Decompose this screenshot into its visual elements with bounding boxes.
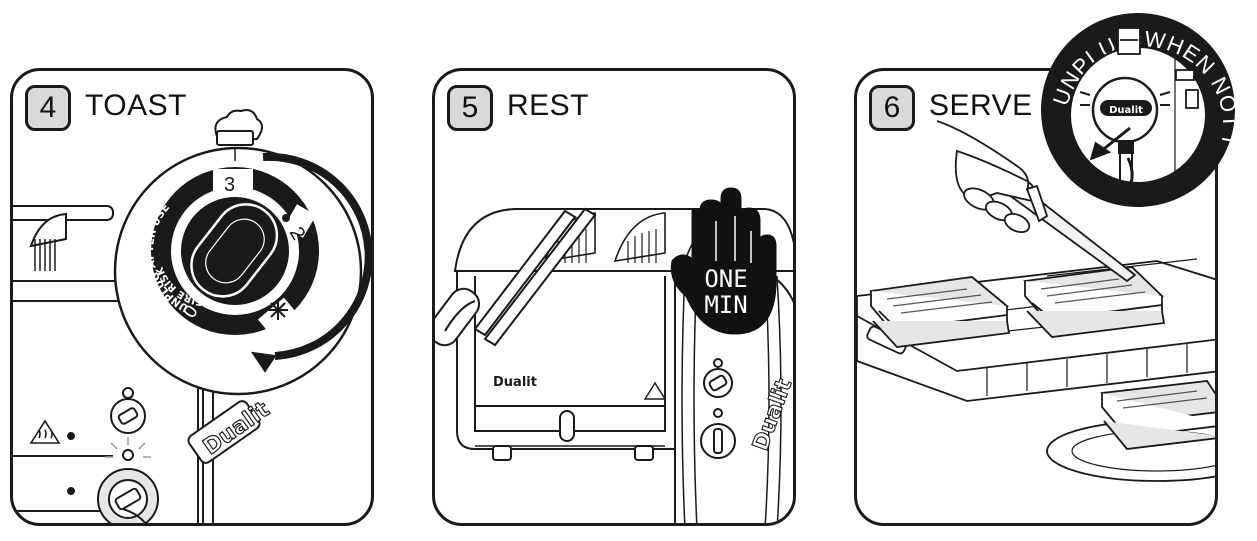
heat-warning-icon: [29, 419, 61, 444]
toaster-rest-illustration: Dualit Dualit ONE MIN: [435, 187, 793, 523]
dial-mark-3: 3: [224, 174, 235, 196]
indicator-light-rays: [105, 437, 151, 458]
toasted-sandwich: [1100, 380, 1215, 450]
control-knobs: [97, 387, 159, 523]
step-number-badge: 5: [447, 85, 493, 131]
panel-step-4: 4 TOAST: [10, 68, 374, 526]
browning-dial: [151, 167, 319, 337]
step-number-badge: 4: [25, 85, 71, 131]
plug-icon: Dualit: [1091, 76, 1159, 199]
toaster-dial-illustration: Dualit 3 2 0: [13, 109, 371, 523]
knife-and-hand: [936, 120, 1137, 283]
rotation-arrow-icon: [250, 152, 371, 373]
control-knobs: [700, 358, 736, 459]
snowflake-icon: [268, 300, 288, 320]
socket-inside-badge: [1117, 27, 1199, 180]
dial-dot: [282, 214, 290, 222]
plug-brand: Dualit: [1109, 105, 1143, 116]
hand-stop-icon: [670, 187, 777, 335]
brand-logo: Dualit: [493, 375, 537, 390]
step-number-badge: 6: [869, 85, 915, 131]
step-title: REST: [507, 89, 590, 122]
step-title: TOAST: [85, 89, 187, 122]
heat-warning-icon: [643, 381, 667, 400]
toast-icon: [214, 109, 263, 161]
panel-step-5: 5 REST: [432, 68, 796, 526]
pull-arrow-icon: [1089, 126, 1131, 161]
rest-sign-line-2: MIN: [704, 291, 747, 319]
toast-tongs: [435, 207, 597, 347]
toasted-sandwich: [869, 276, 1011, 348]
rest-sign-line-1: ONE: [704, 265, 747, 293]
step-title: SERVE: [929, 89, 1033, 122]
